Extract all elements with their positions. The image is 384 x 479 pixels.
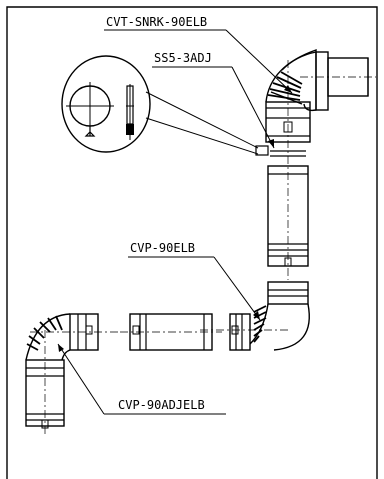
label-elbow-middle-text: CVP-90ELB [130,241,195,255]
pipe-horizontal-right [229,313,251,351]
label-elbow-top-text: CVT-SNRK-90ELB [106,15,207,29]
elbow-middle [200,281,310,351]
label-adapter-text: SS5-3ADJ [154,51,212,65]
drawing-frame [6,6,378,479]
label-elbow-middle: CVP-90ELB [128,241,261,321]
detail-callout [61,55,269,156]
pipe-horizontal-middle [120,313,222,351]
label-elbow-top: CVT-SNRK-90ELB [104,15,293,94]
elbow-adjustable [25,313,120,436]
elbow-top [265,49,376,112]
label-elbow-adjustable: CVP-90ADJELB [57,343,226,415]
label-elbow-adjustable-text: CVP-90ADJELB [118,398,205,412]
label-adapter: SS5-3ADJ [152,51,275,149]
pipe-vertical [267,60,309,280]
